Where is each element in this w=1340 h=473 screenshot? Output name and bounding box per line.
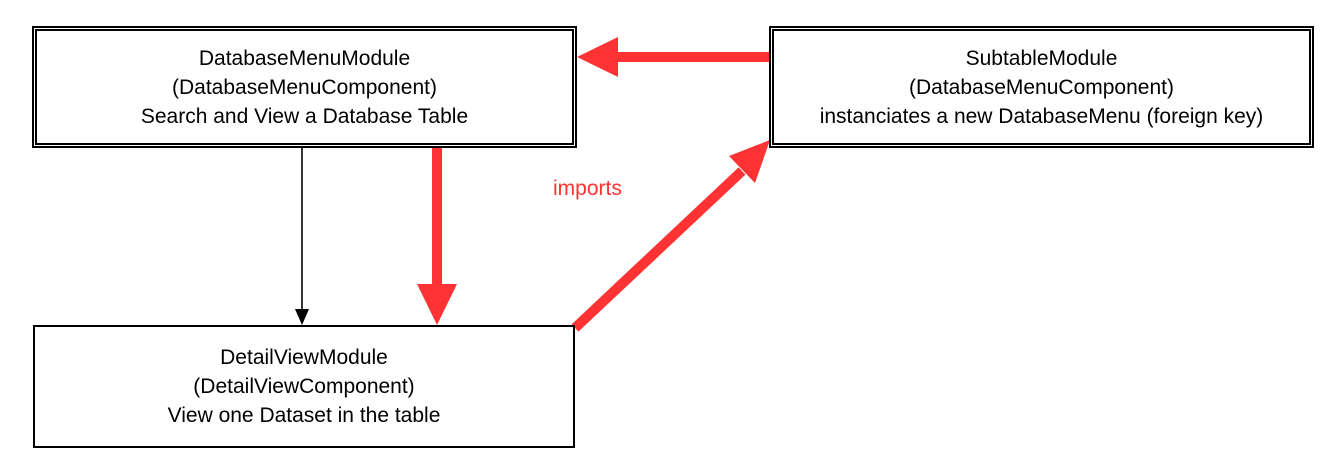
node-description: View one Dataset in the table	[167, 404, 441, 427]
arrowhead-icon	[577, 37, 618, 77]
node-description: instanciates a new DatabaseMenu (foreign…	[819, 104, 1264, 128]
edge-line	[571, 167, 746, 332]
node-subtable-module: SubtableModule (DatabaseMenuComponent) i…	[769, 26, 1314, 148]
node-title: DatabaseMenuModule	[198, 46, 411, 70]
node-component: (DatabaseMenuComponent)	[909, 75, 1174, 99]
edge-database-menu-to-detail-view	[295, 148, 309, 325]
edge-imports-database-menu-to-detail-view	[417, 148, 457, 325]
node-component: (DatabaseMenuComponent)	[172, 75, 437, 99]
node-component: (DetailViewComponent)	[193, 375, 415, 398]
node-title: DetailViewModule	[220, 346, 388, 369]
node-database-menu-module: DatabaseMenuModule (DatabaseMenuComponen…	[32, 26, 577, 148]
arrowhead-icon	[295, 309, 309, 325]
edge-imports-detail-view-to-subtable	[571, 140, 770, 332]
node-title: SubtableModule	[965, 46, 1118, 70]
node-detail-view-module: DetailViewModule (DetailViewComponent) V…	[33, 325, 575, 448]
arrowhead-icon	[417, 284, 457, 325]
edge-imports-subtable-to-database-menu	[577, 37, 769, 77]
edge-label-imports: imports	[553, 177, 622, 200]
arrowhead-icon	[729, 140, 770, 183]
node-description: Search and View a Database Table	[140, 104, 469, 128]
